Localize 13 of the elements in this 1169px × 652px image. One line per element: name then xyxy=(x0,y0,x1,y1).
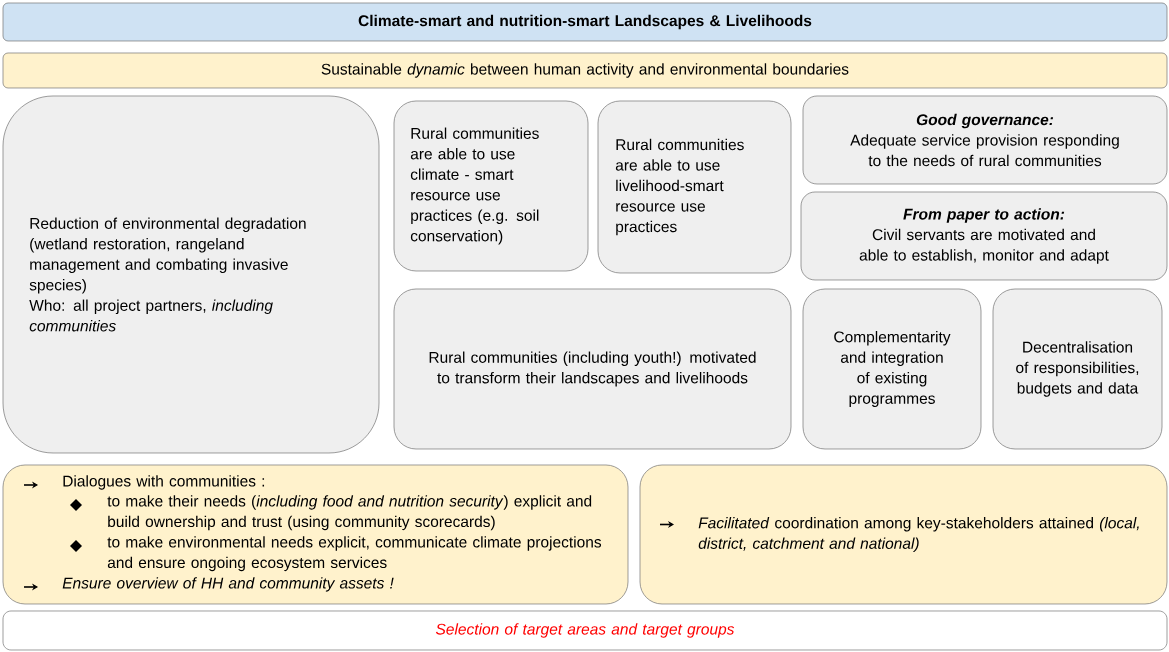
outcome-box: Decentralisation of responsibilities, budgets and data xyxy=(992,288,1163,450)
outcome-box: Complementarity and integration of existing programmes xyxy=(802,288,982,450)
activity-box: Dialogues with communities : to make their needs (including food and nutrition security) explicit and build ownership and trust (using community scorecards) to make environmental needs explicit, communicate climate projections and ensure ongoing ecosystem services Ensure overview of HH and community assets ! xyxy=(2,464,629,605)
activity-box: Facilitated coordination among key-stakeholders attained (local, district, catchment and national) xyxy=(639,464,1168,605)
outcome-box: Rural communities (including youth!) motivated to transform their landscapes and livelihoods xyxy=(393,288,792,450)
outcome-box: From paper to action: Civil servants are motivated and able to establish, monitor and adapt xyxy=(800,191,1168,281)
target-band: Selection of target areas and target groups xyxy=(2,610,1168,651)
outcome-box: Good governance: Adequate service provision responding to the needs of rural communities xyxy=(802,95,1168,185)
title-band: Climate-smart and nutrition-smart Landscapes & Livelihoods xyxy=(2,2,1168,42)
outcome-box: Rural communities are able to use livelihood-smart resource use practices xyxy=(597,100,792,274)
banner-band: Sustainable dynamic between human activity and environmental boundaries xyxy=(2,52,1168,89)
outcome-box: Rural communities are able to use climate - smart resource use practices (e.g. soil conservation) xyxy=(393,100,589,272)
outcome-box: Reduction of environmental degradation (wetland restoration, rangeland management and combating invasive species) Who: all project partners, including communities xyxy=(2,95,380,454)
